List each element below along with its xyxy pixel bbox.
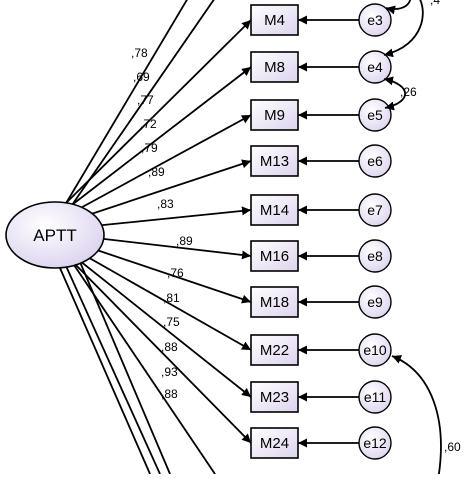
indicator-label: M23 — [260, 389, 289, 406]
error-label: e7 — [367, 202, 383, 218]
error-label: e11 — [364, 389, 387, 405]
loading-path — [64, 0, 188, 206]
loading-path-m4 — [63, 19, 252, 206]
loading-label: ,81 — [163, 291, 180, 305]
loading-path — [59, 267, 151, 475]
error-term-e9: e9 — [358, 285, 392, 319]
loading-label: ,89 — [148, 165, 165, 179]
error-term-e8: e8 — [358, 239, 392, 273]
indicator-label: M18 — [260, 294, 289, 311]
error-term-e5: e5 — [358, 98, 392, 132]
indicator-label: M24 — [260, 435, 289, 452]
error-label: e6 — [367, 153, 383, 169]
loading-label: ,75 — [163, 315, 180, 329]
error-label: e8 — [367, 248, 383, 264]
error-label: e9 — [367, 294, 383, 310]
covariance-e10-below: ,60 — [391, 355, 461, 479]
indicator-m16: M16 — [250, 240, 299, 272]
error-term-e11: e11 — [358, 380, 392, 414]
indicator-label: M8 — [264, 59, 285, 76]
error-label: e5 — [367, 107, 383, 123]
indicator-m18: M18 — [250, 286, 299, 318]
loading-label: ,88 — [161, 340, 178, 354]
covariance-label: ,60 — [444, 440, 461, 454]
covariance-label: ,26 — [400, 85, 417, 99]
indicator-label: M9 — [264, 107, 285, 124]
indicator-m23: M23 — [250, 381, 299, 413]
indicator-m14: M14 — [250, 194, 299, 226]
error-label: e12 — [363, 435, 387, 451]
indicator-label: M22 — [260, 342, 289, 359]
indicator-label: M16 — [260, 248, 289, 265]
paths-layer — [59, 0, 359, 475]
loading-path-m9 — [63, 114, 252, 218]
loading-path — [79, 261, 171, 475]
loading-label: ,76 — [167, 266, 184, 280]
indicator-m8: M8 — [250, 51, 299, 83]
error-label: e10 — [363, 342, 387, 358]
error-term-e6: e6 — [358, 144, 392, 178]
indicator-m22: M22 — [250, 334, 299, 366]
error-term-e3: e3 — [358, 3, 392, 37]
loading-path-m22 — [69, 246, 252, 351]
indicator-label: M4 — [264, 12, 285, 29]
indicator-m13: M13 — [250, 145, 299, 177]
loading-path — [71, 0, 215, 206]
loading-label: ,93 — [161, 365, 178, 379]
loading-label: ,89 — [176, 234, 193, 248]
loading-label: ,69 — [133, 70, 150, 84]
loading-label: ,88 — [161, 387, 178, 401]
loading-path-m23 — [69, 252, 252, 398]
loading-label: ,77 — [137, 93, 154, 107]
loading-label: ,78 — [131, 46, 148, 60]
indicator-m24: M24 — [250, 427, 299, 459]
error-term-e10: e10 — [358, 333, 392, 367]
loading-label: ,79 — [141, 141, 158, 155]
indicator-label: M14 — [260, 202, 289, 219]
indicator-m9: M9 — [250, 99, 299, 131]
loading-path-m24 — [69, 258, 252, 444]
error-label: e4 — [367, 59, 383, 75]
error-term-e7: e7 — [358, 193, 392, 227]
extra-loadings: ,75 ,88 ,93 ,88 — [161, 315, 180, 401]
error-term-e4: e4 — [358, 50, 392, 84]
covariance-label: ,4 — [430, 0, 440, 7]
loading-label: ,72 — [140, 117, 157, 131]
covariance-e4-e5: ,26 — [383, 76, 417, 111]
loading-path-m18 — [69, 240, 252, 304]
error-label: e3 — [367, 12, 383, 28]
latent-label: APTT — [33, 226, 76, 245]
indicator-label: M13 — [260, 153, 289, 170]
loading-path-m8 — [63, 66, 252, 212]
covariance-e3-above: ,4 — [383, 0, 440, 58]
error-term-e12: e12 — [358, 426, 392, 460]
indicator-m4: M4 — [250, 4, 299, 36]
loading-label: ,83 — [157, 197, 174, 211]
latent-variable-aptt: APTT — [5, 201, 105, 269]
loading-path-m13 — [63, 159, 252, 224]
loading-path — [65, 265, 161, 475]
